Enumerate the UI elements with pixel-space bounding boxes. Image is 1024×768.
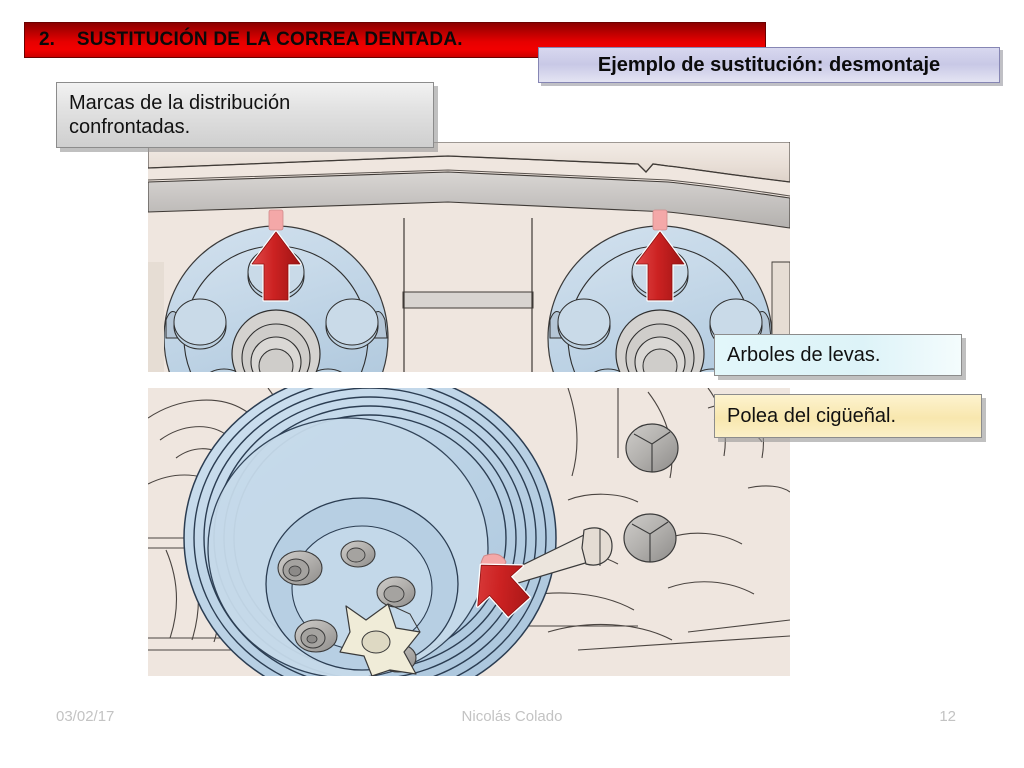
timing-pointer-pin <box>499 527 613 587</box>
camshaft-sprockets-svg <box>148 142 790 372</box>
title-number: 2. <box>39 29 55 50</box>
left-camshaft-sprocket <box>163 209 389 372</box>
footer-date: 03/02/17 <box>56 708 115 725</box>
timing-mark-right <box>652 209 668 231</box>
crankshaft-pulley-svg <box>148 388 790 676</box>
footer-author: Nicolás Colado <box>461 708 563 725</box>
arrow-up-left <box>250 230 302 302</box>
callout-arboles-line1: Arboles de levas. <box>727 343 881 366</box>
callout-arboles-de-levas: Arboles de levas. <box>714 334 962 376</box>
camshaft-sprockets-illustration <box>148 142 790 372</box>
arrow-up-right <box>634 230 686 302</box>
crankshaft-pulley-illustration <box>148 388 790 676</box>
page-title: SUSTITUCIÓN DE LA CORREA DENTADA. <box>76 29 463 50</box>
subtitle-text: Ejemplo de sustitución: desmontaje <box>597 53 941 76</box>
pulley-star-hub <box>339 603 421 676</box>
bracket-bolts <box>623 423 679 563</box>
callout-polea-line1: Polea del cigüeñal. <box>727 404 897 427</box>
subtitle-box: Ejemplo de sustitución: desmontaje <box>538 47 1000 83</box>
callout-marcas-line2: confrontadas. <box>69 116 191 138</box>
arrow-pointer-pulley-mark <box>476 563 531 618</box>
callout-marcas-line1: Marcas de la distribución <box>69 91 291 114</box>
timing-mark-left <box>268 209 284 231</box>
crankshaft-pulley <box>183 388 557 676</box>
timing-belt-guard-band <box>148 171 790 229</box>
callout-polea-ciguenal: Polea del cigüeñal. <box>714 394 982 438</box>
callout-marcas-distribucion: Marcas de la distribución confrontadas. <box>56 82 434 148</box>
footer-page-number: 12 <box>939 708 956 725</box>
center-bracket <box>402 218 534 372</box>
slide-title-bar: 2. SUSTITUCIÓN DE LA CORREA DENTADA. <box>24 22 766 58</box>
